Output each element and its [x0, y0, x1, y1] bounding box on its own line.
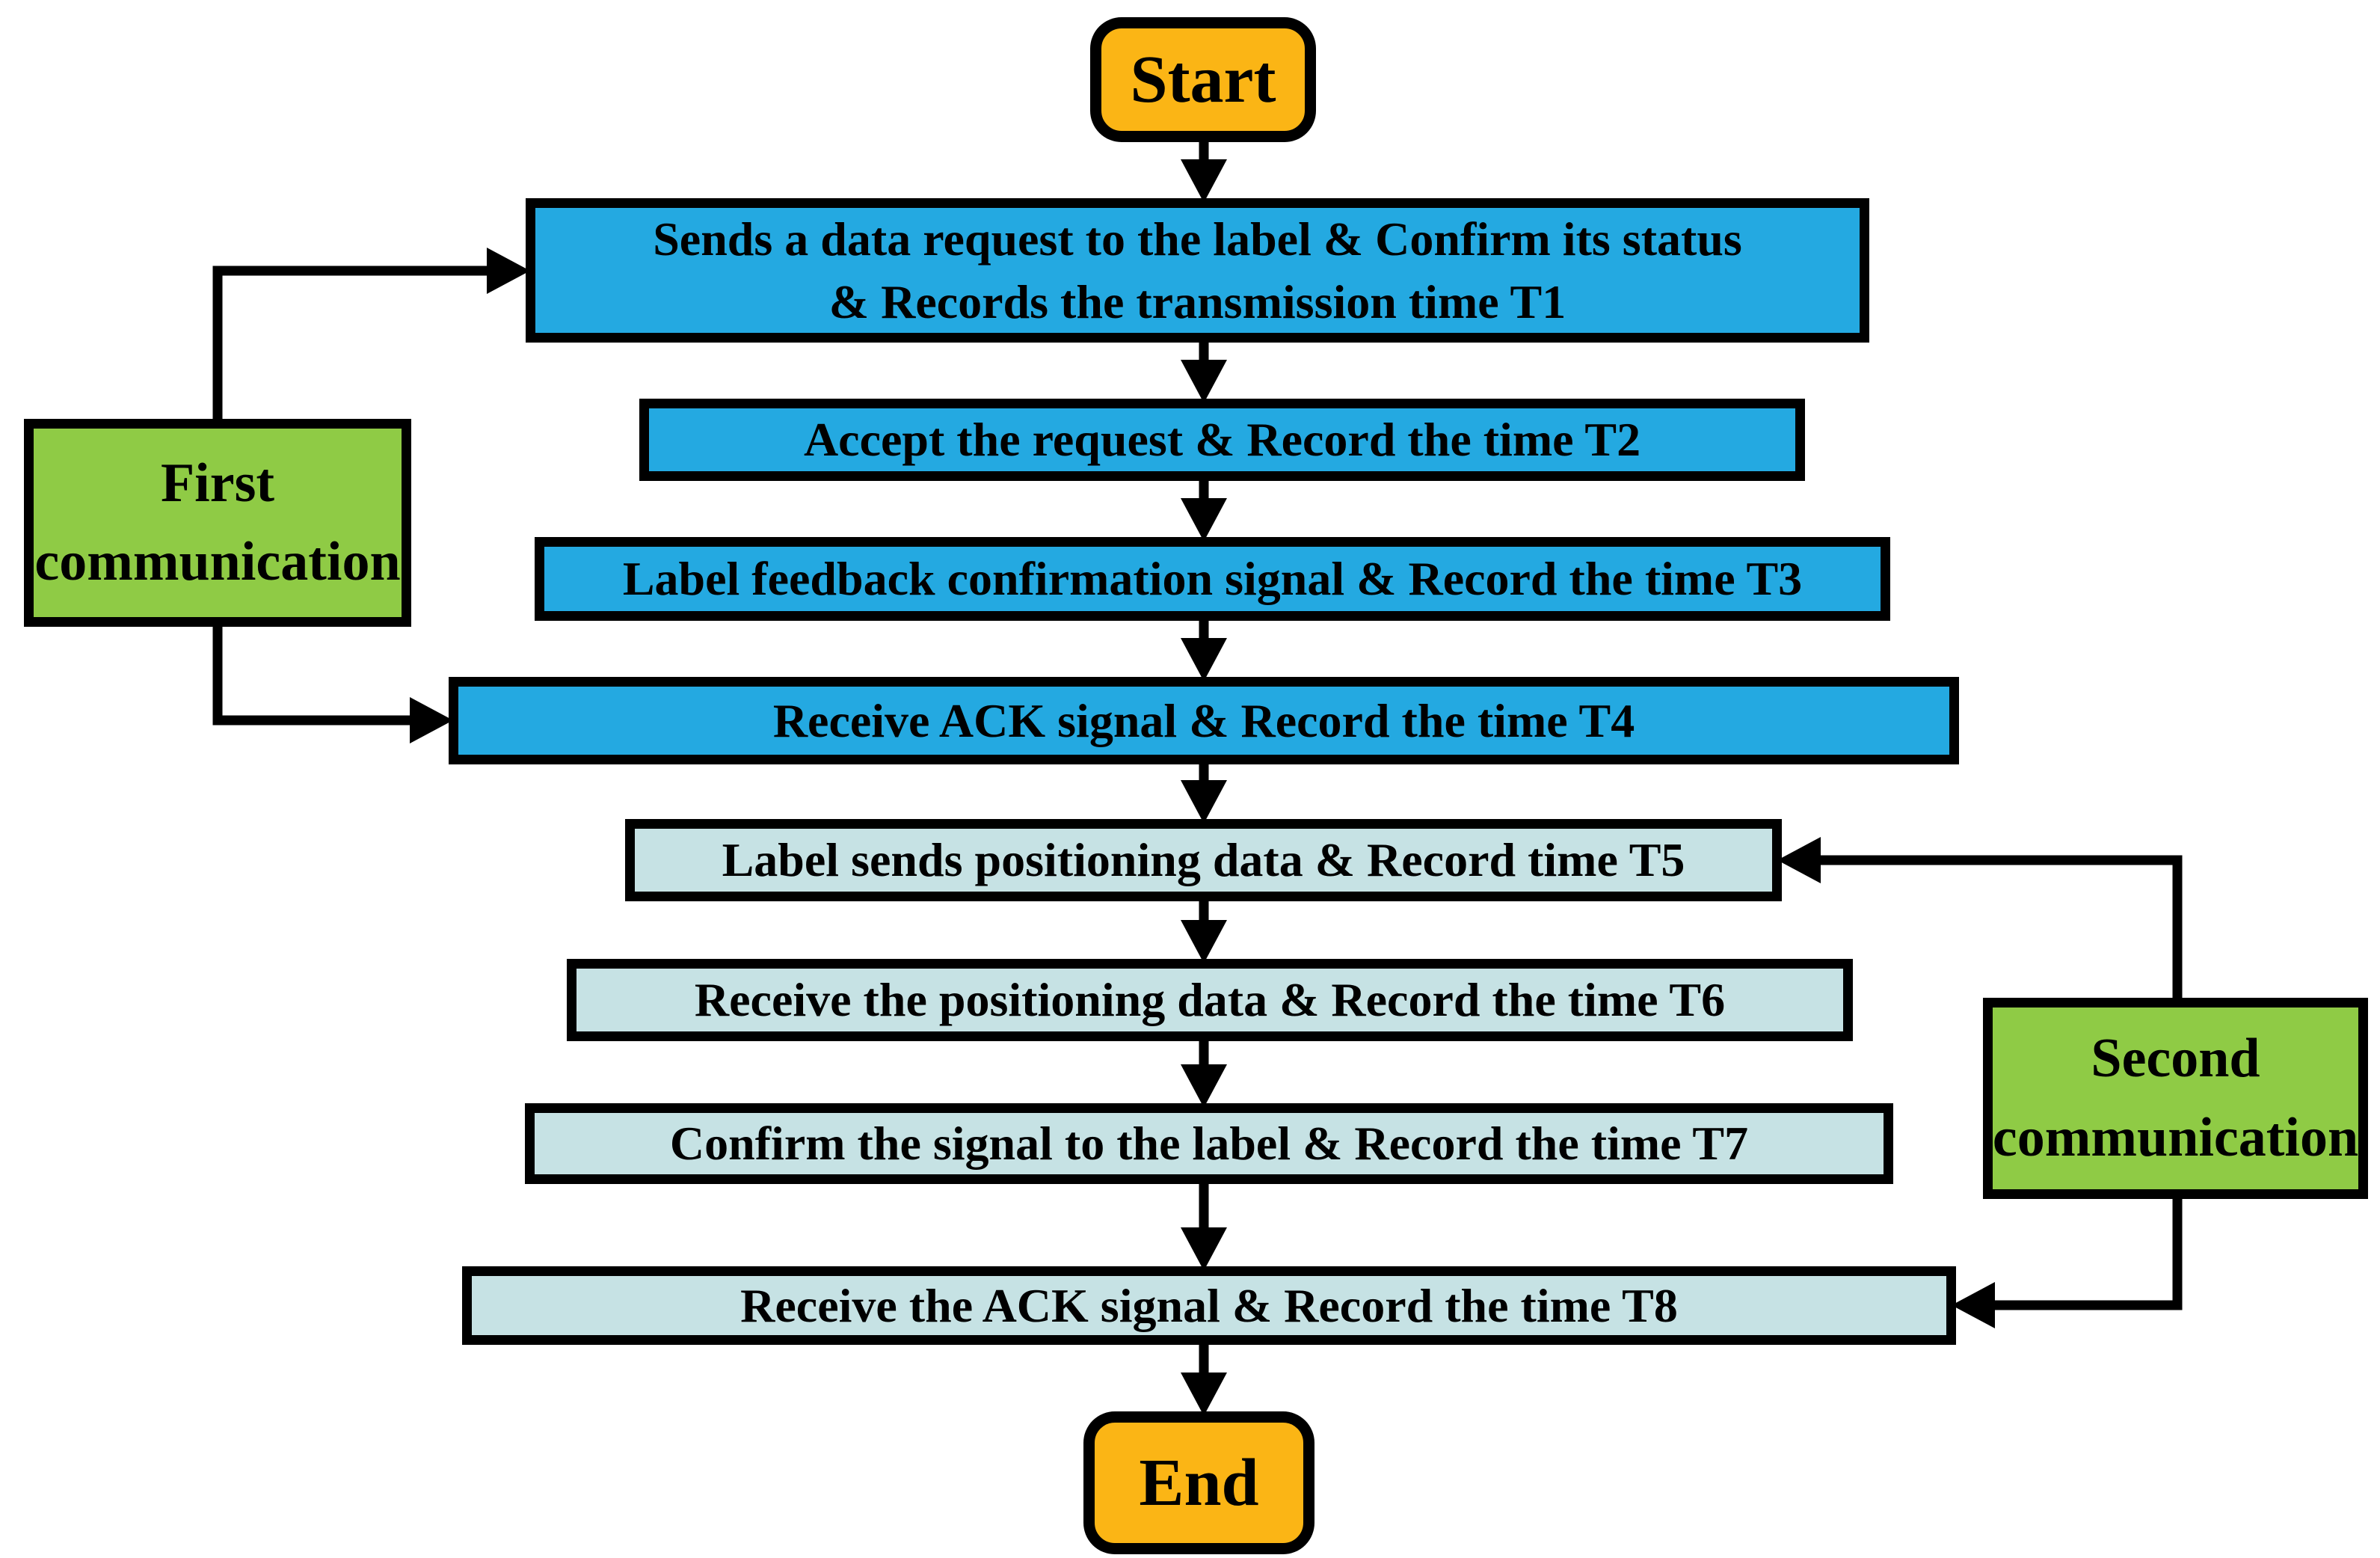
first-communication-line1: First [160, 452, 275, 514]
first-communication-line2: communication [34, 531, 401, 592]
end-node: End [1083, 1411, 1314, 1554]
arrow-t7-to-t8 [1181, 1180, 1227, 1271]
first-loop-wire-to-t1 [212, 248, 530, 423]
step-t8-node: Receive the ACK signal & Record the time… [462, 1266, 1956, 1345]
step-t1-line1: Sends a data request to the label & Conf… [653, 212, 1742, 266]
step-t2-node: Accept the request & Record the time T2 [639, 399, 1805, 481]
step-t1-node: Sends a data request to the label & Conf… [526, 198, 1869, 343]
step-t6-node: Receive the positioning data & Record th… [567, 959, 1853, 1041]
arrow-t4-to-t5 [1181, 760, 1227, 824]
step-t6-label: Receive the positioning data & Record th… [694, 973, 1726, 1027]
step-t7-label: Confirm the signal to the label & Record… [669, 1117, 1749, 1171]
arrow-t5-to-t6 [1181, 897, 1227, 963]
end-label: End [1139, 1445, 1259, 1520]
step-t3-node: Label feedback confirmation signal & Rec… [535, 537, 1890, 621]
step-t2-label: Accept the request & Record the time T2 [803, 413, 1641, 467]
first-communication-label: First communication [24, 419, 411, 627]
arrow-t3-to-t4 [1181, 616, 1227, 681]
step-t4-node: Receive ACK signal & Record the time T4 [449, 677, 1959, 764]
arrow-t6-to-t7 [1181, 1037, 1227, 1108]
arrow-t1-to-t2 [1181, 338, 1227, 403]
step-t4-label: Receive ACK signal & Record the time T4 [772, 693, 1635, 747]
step-t7-node: Confirm the signal to the label & Record… [525, 1103, 1893, 1184]
first-loop-wire-to-t4 [212, 623, 453, 743]
step-t8-label: Receive the ACK signal & Record the time… [740, 1278, 1678, 1332]
step-t3-label: Label feedback confirmation signal & Rec… [622, 552, 1803, 606]
arrow-start-to-t1 [1181, 138, 1227, 203]
arrow-t2-to-t3 [1181, 476, 1227, 542]
step-t5-node: Label sends positioning data & Record ti… [625, 819, 1782, 901]
second-communication-label: Second communication [1983, 998, 2368, 1199]
arrow-t8-to-end [1181, 1340, 1227, 1416]
step-t5-label: Label sends positioning data & Record ti… [722, 833, 1685, 887]
second-loop-wire-to-t5 [1777, 837, 2183, 1002]
step-t1-line2: & Records the transmission time T1 [828, 275, 1566, 328]
start-label: Start [1130, 42, 1276, 117]
start-node: Start [1090, 17, 1316, 142]
second-loop-wire-to-t8 [1952, 1195, 2183, 1328]
second-communication-line2: communication [1992, 1106, 2359, 1168]
second-communication-line1: Second [2091, 1028, 2260, 1090]
